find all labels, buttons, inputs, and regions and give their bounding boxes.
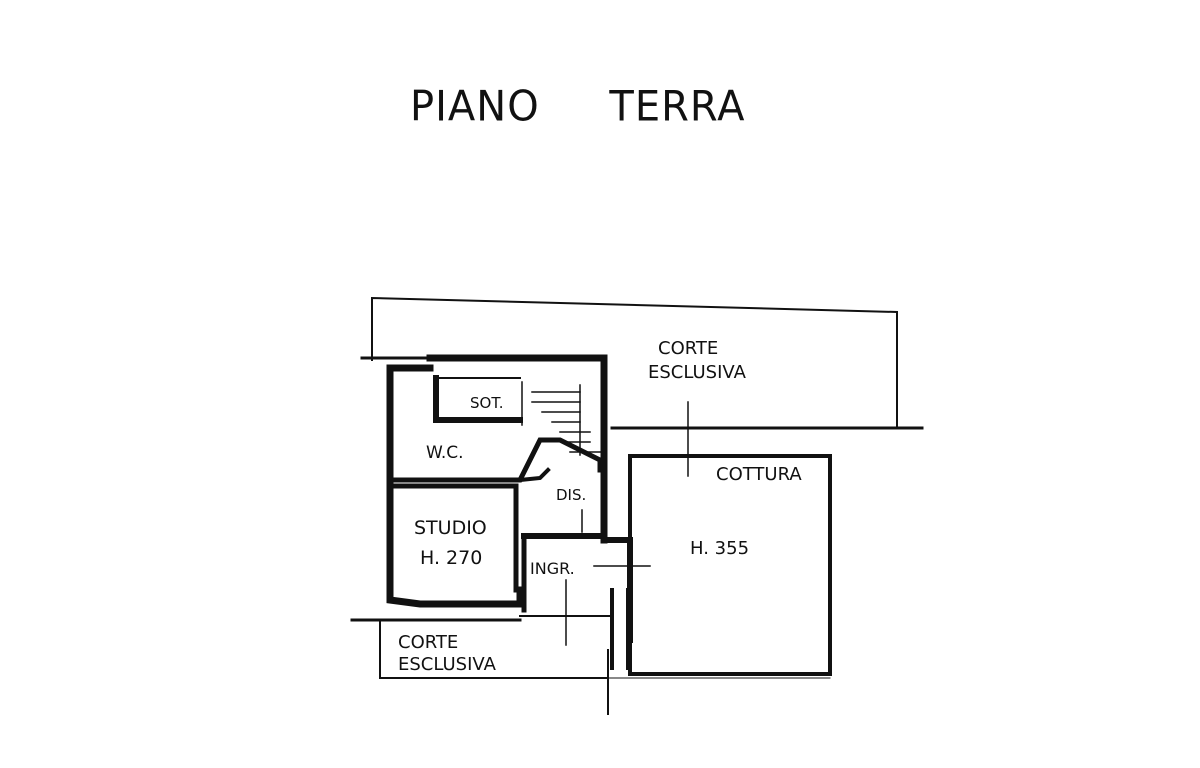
wall-cottura: [628, 454, 832, 676]
label-dis: DIS.: [556, 486, 586, 504]
wall-dis-diagonal: [517, 467, 551, 483]
stair-steps: [521, 381, 601, 456]
label-studio-height: H. 270: [420, 547, 482, 569]
label-corte-top-1: CORTE: [658, 338, 718, 359]
label-corte-top-2: ESCLUSIVA: [648, 362, 747, 383]
wall-left-block-left: [386, 364, 524, 608]
corte-top-boundary: [371, 296, 898, 429]
label-studio: STUDIO: [414, 517, 487, 539]
label-sot: SOT.: [470, 394, 503, 412]
corte-bottom-boundary: [379, 619, 609, 679]
label-cottura: COTTURA: [716, 464, 802, 485]
label-corte-bottom-1: CORTE: [398, 632, 458, 653]
label-ingr: INGR.: [530, 559, 575, 578]
label-corte-bottom-2: ESCLUSIVA: [398, 654, 497, 675]
wall-studio: [387, 483, 519, 593]
wall-left-block-outer: [426, 354, 608, 544]
page-title: PIANO TERRA: [410, 82, 746, 132]
wall-sot-box: [433, 375, 523, 423]
label-cottura-height: H. 355: [690, 538, 749, 559]
wall-wc-dis: [387, 437, 603, 483]
label-wc: W.C.: [426, 443, 464, 463]
